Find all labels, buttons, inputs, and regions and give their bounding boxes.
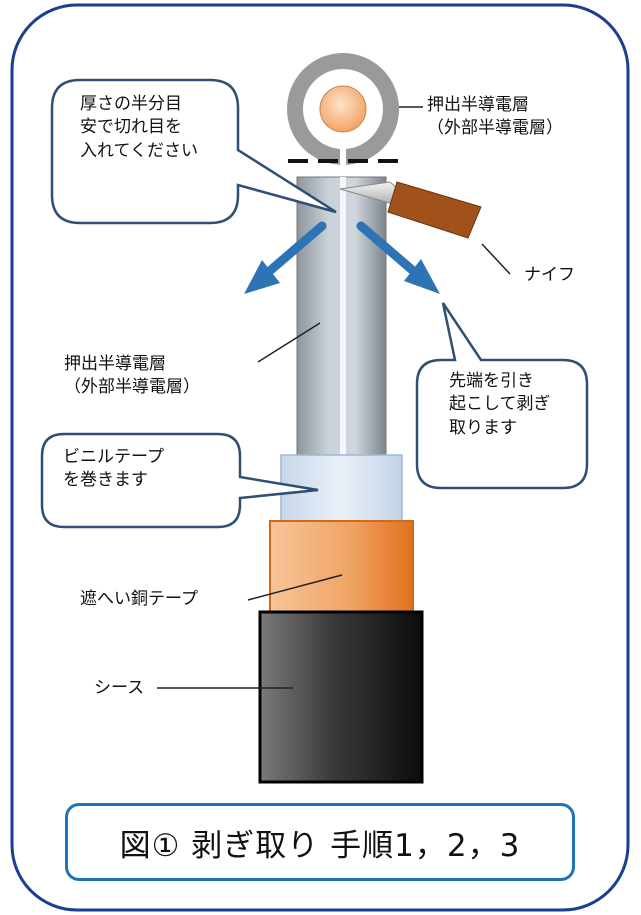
cable-cross-section (287, 53, 399, 165)
label-top-layer: 押出半導電層 （外部半導電層） (427, 95, 563, 139)
label-sheath: シース (94, 678, 145, 698)
leader-middle-layer (257, 322, 321, 363)
peel-arrow-right (356, 221, 440, 294)
label-copper-tape: 遮へい銅テープ (80, 589, 198, 609)
callout-vinyl-text: ビニルテープ を巻きます (63, 447, 164, 491)
callout-vinyl (40, 432, 319, 529)
leader-copper (247, 574, 343, 601)
sheath (258, 610, 424, 784)
label-knife: ナイフ (524, 265, 575, 285)
callout-incision-text: 厚さの半分目 安で切れ目を 入れてください (80, 94, 198, 161)
callout-peel (415, 302, 589, 490)
label-middle-layer: 押出半導電層 （外部半導電層） (64, 354, 200, 398)
callout-incision (50, 78, 337, 225)
copper-tape (269, 520, 414, 614)
callout-peel-text: 先端を引き 起こして剥ぎ 取ります (449, 371, 551, 438)
knife (339, 181, 482, 239)
semiconductive-layer-body (296, 176, 387, 459)
leader-knife (481, 243, 511, 275)
figure-caption-box: 図① 剥ぎ取り 手順1，2，3 (65, 803, 575, 881)
figure-caption: 図① 剥ぎ取り 手順1，2，3 (119, 827, 521, 864)
peel-arrow-left (244, 221, 327, 294)
